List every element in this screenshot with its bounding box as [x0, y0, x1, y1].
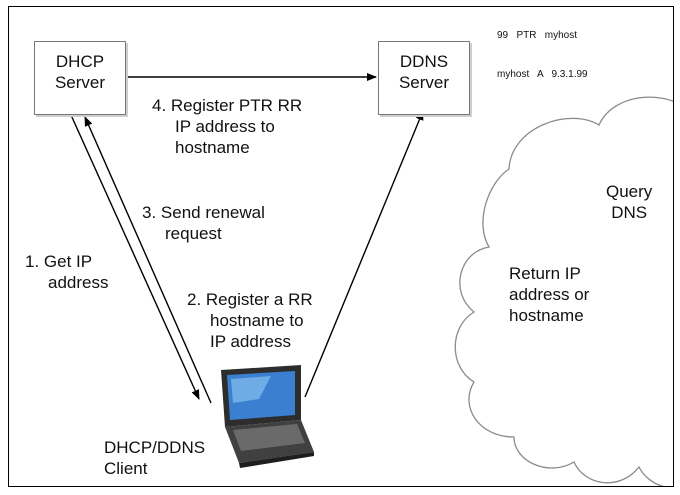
ptr-record: 99 PTR myhost: [497, 30, 578, 41]
arrow-register-rr: [304, 110, 424, 398]
a-record: myhost A 9.3.1.99: [497, 69, 588, 80]
step2-label: 2. Register a RR hostname to IP address: [187, 290, 313, 351]
dhcp-server-label-line1: DHCP: [55, 52, 105, 71]
ddns-server-label-line2: Server: [398, 73, 450, 92]
arrow-get-ip: [70, 114, 200, 400]
step4-label: 4. Register PTR RR IP address to hostnam…: [152, 96, 303, 157]
step3-label: 3. Send renewal request: [142, 203, 265, 243]
diagram-canvas: [70, 73, 673, 486]
query-dns-label: Query DNS: [606, 182, 653, 222]
step1-label: 1. Get IP address: [25, 252, 109, 292]
laptop-icon: [221, 365, 314, 468]
arrow-send-renewal: [84, 116, 212, 404]
client-label: DHCP/DDNS Client: [104, 438, 206, 478]
dns-cloud-icon: [454, 96, 673, 486]
dhcp-server-box: DHCP Server: [34, 41, 126, 115]
diagram-frame: DHCP Server DDNS Server 99 PTR myhost my…: [8, 6, 674, 487]
dhcp-server-label-line2: Server: [54, 73, 106, 92]
return-label: Return IP address or hostname: [509, 264, 590, 325]
ddns-server-label-line1: DDNS: [399, 52, 449, 71]
ddns-server-box: DDNS Server: [378, 41, 470, 115]
